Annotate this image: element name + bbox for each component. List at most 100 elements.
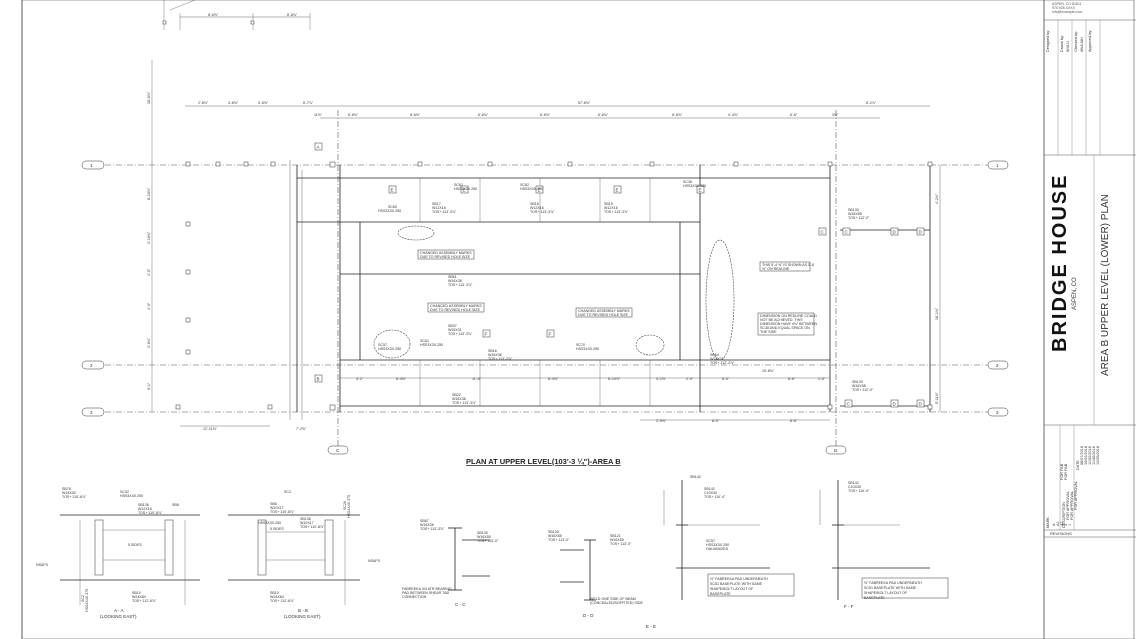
svg-text:TOS+ 112'-0": TOS+ 112'-0": [848, 216, 870, 220]
plan-title: PLAN AT UPPER LEVEL(103'-3 ¼")-AREA B: [466, 457, 621, 466]
svg-text:NOT BE ACHIEVED. THIS: NOT BE ACHIEVED. THIS: [760, 318, 803, 322]
svg-text:W24X84: W24X84: [132, 595, 146, 599]
svg-text:C10X30: C10X30: [704, 491, 717, 495]
grid-bubble-1-left: 1: [81, 160, 105, 170]
svg-text:SHAPE/BOLT LAYOUT OF: SHAPE/BOLT LAYOUT OF: [710, 587, 754, 591]
svg-text:SC61: SC61: [454, 183, 463, 187]
svg-text:SC38 AND EQUAL SPACE ON: SC38 AND EQUAL SPACE ON: [760, 326, 810, 330]
svg-text:TOS+ 112'-2⅞": TOS+ 112'-2⅞": [710, 361, 735, 365]
svg-text:7'-2⅝": 7'-2⅝": [296, 427, 307, 431]
sheet-title: AREA B UPPER LEVEL (LOWER) PLAN: [1100, 194, 1111, 376]
svg-text:SC57: SC57: [706, 539, 715, 543]
svg-text:18'-6⅝": 18'-6⅝": [147, 91, 151, 104]
svg-text:⅝" ON REDLINE: ⅝" ON REDLINE: [762, 267, 790, 271]
detail-d-d: SB130 W16X55 TOS+ 113'-0" SB121 W16X55 T…: [548, 530, 644, 618]
svg-text:SB18: SB18: [530, 202, 539, 206]
member-labels: SC60 HSS3X3X.250 SB17 W12X16 TOS+ 113'-3…: [378, 180, 874, 405]
svg-text:2: 2: [90, 363, 93, 368]
svg-text:TOS+ 113'-3⅞": TOS+ 113'-3⅞": [452, 401, 477, 405]
svg-text:A - A: A - A: [114, 608, 124, 613]
svg-text:SC51 BASEPLATE WITH SAME: SC51 BASEPLATE WITH SAME: [864, 586, 917, 590]
svg-text:SB130: SB130: [852, 380, 863, 384]
bottom-dimensions: 4'-2" 6'-4⅝" 11'-6" 8'-3⅝" 6'-10⅞" 4'-1⅝…: [296, 369, 830, 431]
svg-text:6'-8⅝": 6'-8⅝": [348, 113, 359, 117]
beam-framing: [175, 161, 933, 412]
svg-text:NS&FS: NS&FS: [368, 559, 381, 563]
svg-text:TOS+ 113'-0": TOS+ 113'-0": [610, 542, 632, 546]
firm-line: 970.925.XXXX: [1052, 6, 1075, 10]
svg-text:1'-5": 1'-5": [818, 377, 826, 381]
svg-text:SC2: SC2: [284, 490, 291, 494]
svg-text:W16X36: W16X36: [448, 279, 462, 283]
svg-text:TOS+ 113'-0": TOS+ 113'-0": [477, 539, 499, 543]
svg-text:SB121: SB121: [610, 534, 621, 538]
rev-header-mark: MARK: [1046, 517, 1050, 528]
svg-text:8'-6⅝": 8'-6⅝": [208, 13, 219, 17]
firm-info: ASPEN, CO 81611 970.925.XXXX info@exampl…: [1052, 2, 1122, 22]
svg-text:HSS3X3X.250: HSS3X3X.250: [520, 187, 543, 191]
svg-text:E: E: [616, 188, 619, 193]
svg-text:SB6: SB6: [270, 502, 277, 506]
svg-text:3'-10⅝": 3'-10⅝": [147, 231, 151, 244]
svg-text:D: D: [893, 230, 897, 235]
svg-text:8'-3⅝": 8'-3⅝": [548, 377, 559, 381]
svg-text:W16X31: W16X31: [448, 328, 462, 332]
grid-bubble-1-right: 1: [987, 160, 1009, 170]
rev-desc: FOR FAB: [1064, 463, 1068, 480]
svg-text:2'-6⅝": 2'-6⅝": [198, 101, 209, 105]
svg-text:HSS3X3X.250: HSS3X3X.250: [683, 184, 706, 188]
svg-text:FABREEKA 3/4 ATR BEARING: FABREEKA 3/4 ATR BEARING: [402, 587, 452, 591]
svg-text:CHANGED ASSEMBLY MARKS: CHANGED ASSEMBLY MARKS: [430, 304, 482, 308]
svg-text:W12X16: W12X16: [138, 507, 152, 511]
svg-text:HSS3X3X.250: HSS3X3X.250: [706, 543, 729, 547]
section-callouts: A B E E E E E F F C C D D C D D: [314, 142, 925, 408]
detail-f-f: SB142 C10X30 TOS+ 110'-4" ½" FABREEKA PA…: [819, 480, 949, 609]
svg-text:6'-10⅞": 6'-10⅞": [608, 377, 621, 381]
svg-text:D: D: [919, 230, 923, 235]
svg-text:SB142: SB142: [848, 481, 859, 485]
svg-text:SB17: SB17: [432, 202, 441, 206]
svg-text:TOS+ 113'-3⅞": TOS+ 113'-3⅞": [448, 283, 473, 287]
rev-mark: 1: [1068, 523, 1072, 526]
svg-text:W16X36: W16X36: [420, 523, 434, 527]
svg-text:A: A: [317, 145, 320, 150]
svg-text:3'-6⅝": 3'-6⅝": [228, 101, 239, 105]
svg-text:E - E: E - E: [646, 624, 656, 629]
svg-text:2'-0": 2'-0": [686, 377, 694, 381]
svg-text:15'-8⅝": 15'-8⅝": [762, 369, 775, 373]
svg-text:C: C: [845, 230, 849, 235]
svg-text:HSS3X3X.250: HSS3X3X.250: [378, 347, 401, 351]
svg-text:SB19: SB19: [604, 202, 613, 206]
svg-text:SB37: SB37: [448, 324, 457, 328]
svg-text:E: E: [699, 188, 702, 193]
svg-text:WELD ONE SIDE OF BEAM: WELD ONE SIDE OF BEAM: [590, 597, 636, 601]
svg-text:SC2: SC2: [81, 595, 85, 602]
svg-text:3: 3: [996, 410, 999, 415]
detail-e-e: SB142 SB142 C10X30 TOS+ 110'-4" SC57 HSS…: [646, 475, 795, 629]
svg-text:DUE TO REVISED HOLE SIZE: DUE TO REVISED HOLE SIZE: [420, 255, 471, 259]
svg-text:2'-5⅝": 2'-5⅝": [656, 419, 667, 423]
svg-text:THE SIDE: THE SIDE: [760, 330, 777, 334]
svg-text:W16X55: W16X55: [610, 538, 624, 542]
svg-text:W10X17: W10X17: [300, 521, 314, 525]
svg-text:F: F: [485, 332, 488, 337]
svg-text:5'-11⅝": 5'-11⅝": [935, 391, 939, 404]
svg-text:B - B: B - B: [298, 608, 308, 613]
svg-text:TOS+ 113'-0": TOS+ 113'-0": [548, 538, 570, 542]
svg-text:11⅝": 11⅝": [314, 113, 323, 117]
svg-text:SB64: SB64: [710, 353, 719, 357]
svg-text:HSS3X3X.250: HSS3X3X.250: [454, 187, 477, 191]
svg-text:HSS4X4X.375: HSS4X4X.375: [85, 589, 89, 612]
svg-text:C: C: [847, 402, 851, 407]
grid-bubble-2-right: 2: [987, 360, 1009, 370]
svg-text:8'-6": 8'-6": [790, 419, 798, 423]
svg-text:6'-1": 6'-1": [147, 382, 151, 390]
svg-text:5 SIDES: 5 SIDES: [270, 527, 284, 531]
drawn-by-value: WXLU: [1066, 41, 1070, 52]
left-dimensions: 18'-6⅝" 8'-10⅝" 3'-10⅝" 4'-0" 4'-0" 3'-8…: [147, 60, 303, 431]
svg-text:(LOOKING EAST): (LOOKING EAST): [284, 614, 321, 619]
svg-text:SC51 BASEPLATE WITH SAME: SC51 BASEPLATE WITH SAME: [710, 582, 763, 586]
svg-text:5 SIDES: 5 SIDES: [128, 543, 142, 547]
svg-text:12'-11⅝": 12'-11⅝": [203, 427, 218, 431]
